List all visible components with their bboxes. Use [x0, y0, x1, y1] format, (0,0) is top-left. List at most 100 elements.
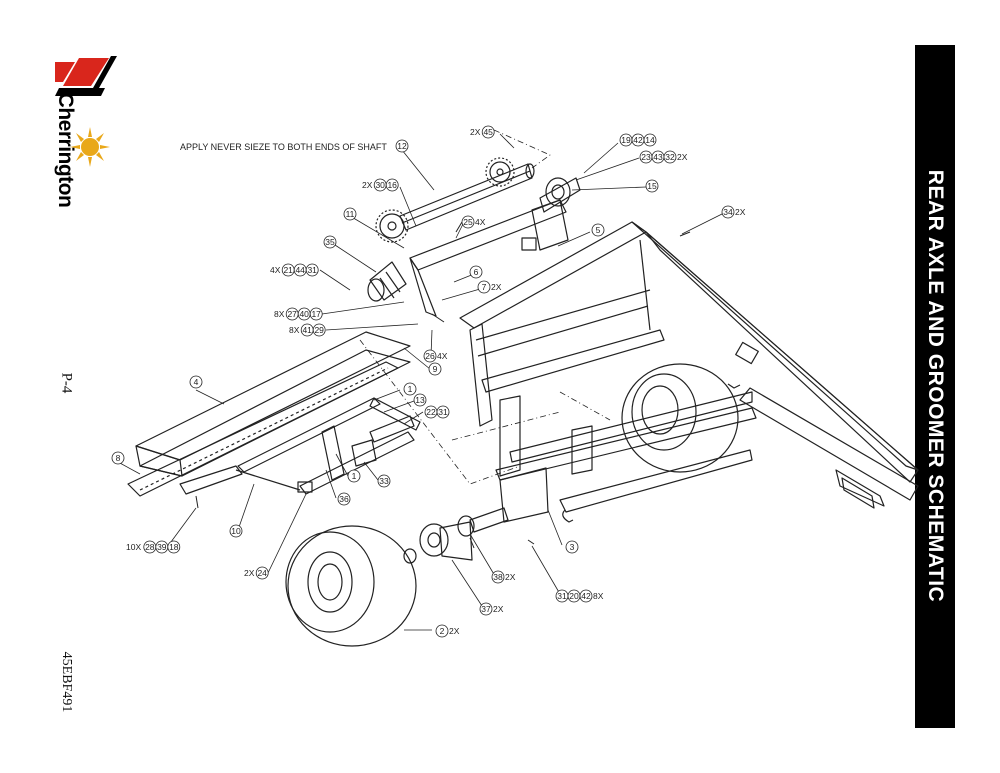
callout-balloon — [479, 602, 493, 616]
groomer-blade — [127, 331, 411, 497]
roller-drum — [367, 261, 407, 302]
callout-multiplier: 2X — [735, 207, 746, 217]
part-number: 11 — [346, 209, 355, 219]
callout-balloon — [343, 207, 357, 221]
callout-balloon — [229, 524, 243, 538]
callout-multiplier: 8X — [593, 591, 604, 601]
callout-multiplier: 2X — [362, 180, 373, 190]
callout-c8: 8 — [111, 451, 125, 465]
part-number: 24 — [257, 568, 267, 578]
callout-multiplier: 2X — [449, 626, 460, 636]
part-number: 6 — [474, 267, 479, 277]
sprocket-left — [375, 209, 409, 243]
part-number: 7 — [482, 282, 487, 292]
callout-multiplier: 8X — [289, 325, 300, 335]
callout-balloon — [377, 474, 391, 488]
callout-balloon — [565, 540, 579, 554]
part-number: 34 — [723, 207, 733, 217]
callout-multiplier: 10X — [126, 542, 141, 552]
callout-balloon — [347, 469, 361, 483]
callout-c13: 13 — [413, 393, 427, 407]
center-lines — [359, 129, 611, 485]
leader-lines — [117, 133, 725, 631]
groomer-frame — [179, 397, 421, 495]
callout-balloon — [645, 179, 659, 193]
part-number: 18 — [169, 542, 179, 552]
part-number: 17 — [311, 309, 321, 319]
wheel-tire — [285, 525, 417, 647]
callout-c7: 7 2X — [477, 280, 502, 294]
part-number: 21 — [283, 265, 293, 275]
callout-balloon — [435, 624, 449, 638]
callout-multiplier: 2X — [491, 282, 502, 292]
callout-balloon — [323, 235, 337, 249]
part-number: 12 — [397, 141, 407, 151]
wheel-hub — [403, 507, 509, 564]
part-number: 45 — [483, 127, 493, 137]
callout-c35: 35 — [323, 235, 337, 249]
callout-c11: 11 — [343, 207, 357, 221]
callout-balloon — [579, 589, 593, 603]
part-number: 27 — [287, 309, 297, 319]
part-number: 4 — [194, 377, 199, 387]
callout-balloon — [167, 540, 181, 554]
callout-balloon — [469, 265, 483, 279]
callout-c6: 6 — [469, 265, 483, 279]
callout-balloon — [403, 382, 417, 396]
callout-balloon — [395, 139, 409, 153]
callout-c4: 4 — [189, 375, 203, 389]
part-number: 36 — [339, 494, 349, 504]
callout-balloon — [428, 362, 442, 376]
part-number: 14 — [645, 135, 655, 145]
part-number: 29 — [314, 325, 324, 335]
callout-multiplier: 4X — [270, 265, 281, 275]
sprocket-right — [485, 157, 515, 187]
bearing-flange — [539, 177, 581, 213]
callout-multiplier: 2X — [677, 152, 688, 162]
callout-balloon — [591, 223, 605, 237]
callout-c5: 5 — [591, 223, 605, 237]
callout-multiplier: 2X — [244, 568, 255, 578]
callout-multiplier: 2X — [470, 127, 481, 137]
part-number: 22 — [426, 407, 436, 417]
callout-balloon — [385, 178, 399, 192]
part-number: 20 — [569, 591, 579, 601]
trailer-frame — [459, 221, 919, 523]
part-number: 42 — [581, 591, 591, 601]
part-number: 32 — [665, 152, 675, 162]
callout-c3: 3 — [565, 540, 579, 554]
part-number: 39 — [157, 542, 167, 552]
part-number: 5 — [596, 225, 601, 235]
callout-balloon — [643, 133, 657, 147]
callout-balloon — [491, 570, 505, 584]
part-number: 30 — [375, 180, 385, 190]
part-number: 42 — [633, 135, 643, 145]
part-number: 44 — [295, 265, 305, 275]
part-number: 9 — [433, 364, 438, 374]
part-number: 35 — [325, 237, 335, 247]
part-number: 28 — [145, 542, 155, 552]
part-number: 13 — [415, 395, 425, 405]
part-number: 3 — [570, 542, 575, 552]
part-number: 19 — [621, 135, 631, 145]
callout-c36: 36 — [337, 492, 351, 506]
title-bar — [915, 45, 955, 728]
callout-c1a: 1 — [403, 382, 417, 396]
callout-balloon — [189, 375, 203, 389]
callout-balloon — [111, 451, 125, 465]
callout-balloon — [305, 263, 319, 277]
callout-c15: 15 — [645, 179, 659, 193]
part-number: 23 — [641, 152, 651, 162]
